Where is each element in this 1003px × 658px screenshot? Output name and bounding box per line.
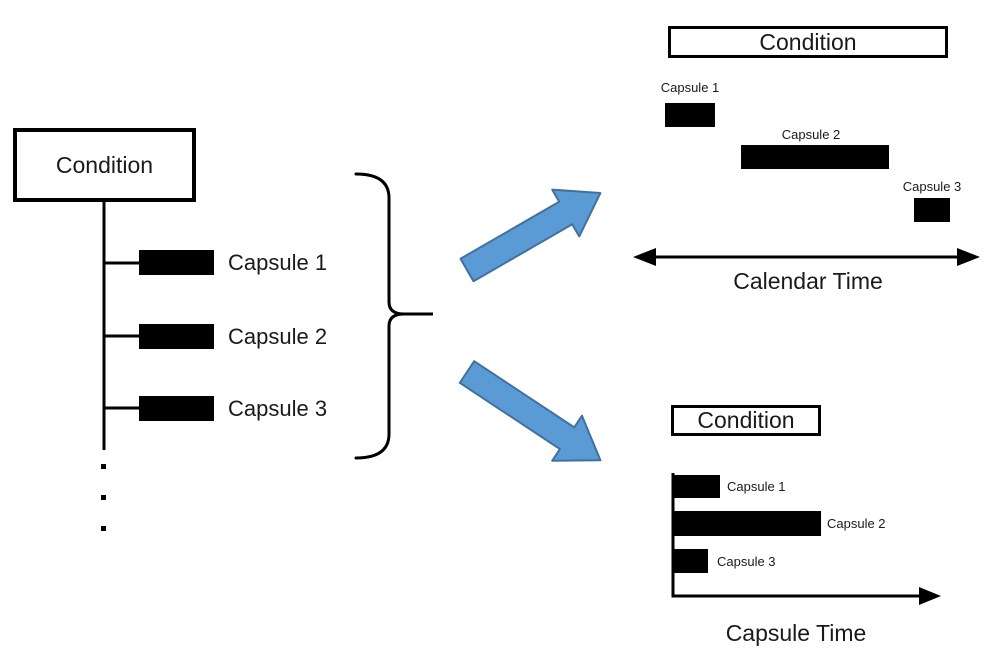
left-arrowhead-icon	[633, 248, 656, 266]
calendar-time-axis	[633, 248, 980, 266]
capsule-view-label-3: Capsule 3	[717, 553, 776, 569]
right-arrowhead-icon	[919, 587, 941, 605]
capsule-view-bar-1	[673, 475, 720, 498]
capsule-view-bar-2	[673, 511, 821, 536]
source-condition-box: Condition	[13, 128, 196, 202]
grouping-brace	[354, 172, 405, 460]
ellipsis-dot	[101, 464, 106, 469]
calendar-view-condition-box: Condition	[668, 26, 948, 58]
calendar-capsule-bar-2	[741, 145, 889, 169]
calendar-view-condition-label: Condition	[759, 28, 857, 55]
right-arrowhead-icon	[957, 248, 980, 266]
calendar-time-axis-label: Calendar Time	[733, 268, 883, 294]
calendar-capsule-label-1: Capsule 1	[660, 80, 720, 95]
source-capsule-label-2: Capsule 2	[228, 323, 328, 349]
source-capsule-label-3: Capsule 3	[228, 395, 328, 421]
calendar-capsule-label-3: Capsule 3	[902, 179, 962, 194]
ellipsis-dot	[101, 495, 106, 500]
map-to-capsule-time-arrow-icon	[458, 360, 602, 462]
capsule-view-label-1: Capsule 1	[727, 479, 786, 494]
capsule-view-condition-box: Condition	[671, 405, 821, 436]
condition-tree-connectors	[102, 202, 140, 450]
ellipsis-dot	[101, 526, 106, 531]
capsule-view-bar-3	[673, 549, 708, 573]
source-capsule-bar-1	[139, 250, 214, 275]
calendar-capsule-label-2: Capsule 2	[781, 127, 841, 142]
map-to-calendar-time-arrow-icon	[459, 188, 602, 283]
calendar-capsule-bar-3	[914, 198, 950, 222]
source-capsule-bar-3	[139, 396, 214, 421]
source-condition-label: Condition	[55, 151, 154, 178]
source-capsule-bar-2	[139, 324, 214, 349]
capsule-time-axis-label: Capsule Time	[725, 620, 867, 646]
capsule-view-condition-label: Condition	[697, 407, 795, 433]
calendar-capsule-bar-1	[665, 103, 715, 127]
source-capsule-label-1: Capsule 1	[228, 249, 328, 275]
capsule-view-label-2: Capsule 2	[827, 516, 886, 531]
